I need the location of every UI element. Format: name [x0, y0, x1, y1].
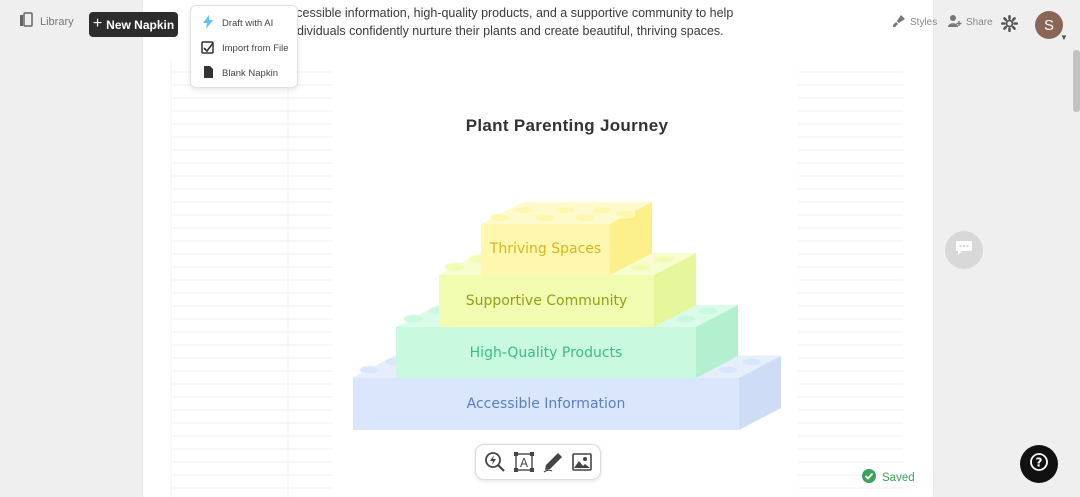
add-person-icon	[948, 14, 962, 31]
save-status: Saved	[862, 469, 915, 486]
bottom-toolbar: A	[475, 444, 601, 480]
scrollbar-thumb[interactable]	[1073, 50, 1080, 112]
new-napkin-menu: Draft with AI Import from File Blank Nap…	[190, 5, 298, 88]
avatar[interactable]: S	[1035, 11, 1063, 39]
library-icon	[18, 12, 34, 31]
diagram-title: Plant Parenting Journey	[465, 116, 669, 135]
share-button[interactable]: Share	[948, 14, 993, 31]
share-label: Share	[966, 17, 993, 28]
comment-button[interactable]	[945, 231, 983, 269]
saved-label: Saved	[882, 471, 915, 484]
text-frame-icon[interactable]: A	[512, 450, 536, 474]
library-button[interactable]: Library	[18, 12, 74, 31]
import-file-icon	[201, 40, 215, 57]
svg-text:?: ?	[1036, 455, 1043, 469]
level-label-high-quality-products: High-Quality Products	[469, 345, 623, 361]
comment-icon	[955, 240, 973, 261]
menu-item-label: Draft with AI	[222, 18, 274, 29]
svg-text:A: A	[519, 456, 528, 470]
level-label-thriving-spaces: Thriving Spaces	[489, 241, 602, 257]
chevron-down-icon[interactable]: ▼	[1060, 33, 1068, 42]
blank-page-icon	[201, 65, 215, 82]
menu-item-blank-napkin[interactable]: Blank Napkin	[201, 65, 278, 82]
check-circle-icon	[862, 469, 876, 486]
avatar-initial: S	[1043, 16, 1054, 34]
magic-search-icon[interactable]	[483, 450, 507, 474]
image-icon[interactable]	[570, 450, 594, 474]
question-icon: ?	[1029, 452, 1049, 477]
lightning-icon	[201, 15, 215, 32]
menu-item-draft-with-ai[interactable]: Draft with AI	[201, 15, 273, 32]
new-napkin-label: New Napkin	[106, 17, 175, 32]
level-label-supportive-community: Supportive Community	[465, 293, 628, 309]
pen-icon[interactable]	[541, 450, 565, 474]
help-button[interactable]: ?	[1020, 445, 1058, 483]
menu-item-label: Blank Napkin	[222, 68, 278, 79]
level-label-accessible-information: Accessible Information	[466, 396, 626, 412]
document-text: ccessible information, high-quality prod…	[290, 4, 770, 40]
gear-icon	[1001, 14, 1018, 36]
styles-label: Styles	[910, 17, 938, 28]
menu-item-label: Import from File	[222, 43, 289, 54]
menu-item-import-from-file[interactable]: Import from File	[201, 40, 289, 57]
plus-icon: +	[92, 14, 103, 32]
document-line: ndividuals confidently nurture their pla…	[290, 24, 724, 38]
document-line: ccessible information, high-quality prod…	[290, 6, 734, 20]
brush-icon	[892, 14, 906, 31]
styles-button[interactable]: Styles	[892, 14, 937, 31]
settings-button[interactable]	[1001, 14, 1018, 37]
new-napkin-button[interactable]: + New Napkin	[89, 12, 178, 37]
library-label: Library	[40, 15, 74, 28]
